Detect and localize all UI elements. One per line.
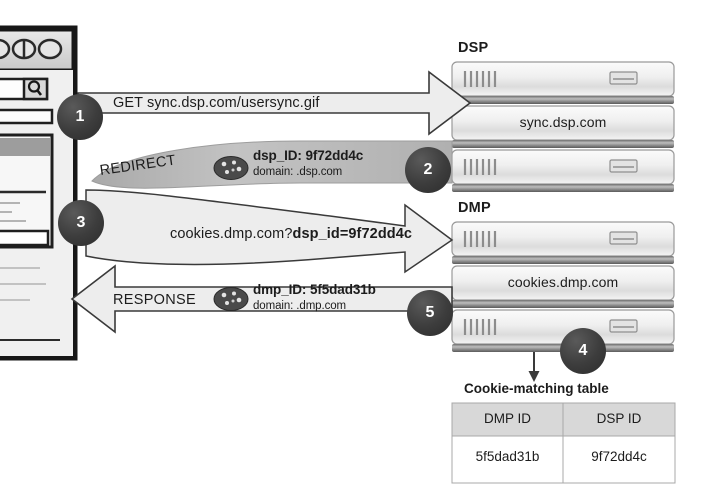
response-cookie-domain: domain: .dmp.com <box>253 300 346 312</box>
magnifier-icon <box>27 80 43 96</box>
table-cell-dmp-id: 5f5dad31b <box>475 449 540 464</box>
dmp-request-label: cookies.dmp.com?dsp_id=9f72dd4c <box>170 226 412 242</box>
step-badge-3-number: 3 <box>76 214 86 231</box>
search-bar[interactable] <box>0 77 49 101</box>
redirect-cookie-id: dsp_ID: 9f72dd4c <box>253 148 364 163</box>
cookie-icon-dmp <box>213 287 249 311</box>
get-request-label: GET sync.dsp.com/usersync.gif <box>113 95 320 111</box>
dmp-request-arrow <box>85 189 454 274</box>
server-vents <box>463 71 497 87</box>
step-badge-3 <box>58 200 104 246</box>
table-cell-dsp-id: 9f72dd4c <box>591 449 647 464</box>
store-arrow <box>528 352 540 382</box>
cookie-icon-dsp <box>213 156 249 180</box>
cookie-matching-table <box>451 402 676 484</box>
dmp-request-label-plain: cookies.dmp.com? <box>170 226 293 242</box>
step-badge-2 <box>405 147 451 193</box>
dmp-host-label: cookies.dmp.com <box>507 274 619 290</box>
response-label: RESPONSE <box>113 292 196 308</box>
dmp-title: DMP <box>458 200 491 216</box>
browser-window[interactable] <box>0 25 78 361</box>
response-cookie-id: dmp_ID: 5f5dad31b <box>253 282 376 297</box>
step-badge-4-number: 4 <box>578 342 588 359</box>
dsp-server-stack <box>451 61 675 192</box>
step-badge-4 <box>560 328 606 374</box>
get-request-arrow <box>77 70 472 136</box>
window-control-buttons[interactable] <box>0 38 63 60</box>
redirect-cookie-domain: domain: .dsp.com <box>253 166 343 178</box>
step-badge-1-number: 1 <box>75 108 85 125</box>
step-badge-5 <box>407 290 453 336</box>
dsp-title: DSP <box>458 40 489 56</box>
page-text-lines <box>0 202 26 222</box>
table-header-dsp-id: DSP ID <box>596 411 642 426</box>
table-header-dmp-id: DMP ID <box>483 411 531 426</box>
step-badge-5-number: 5 <box>425 304 435 321</box>
response-arrow <box>70 264 453 334</box>
step-badge-1 <box>57 94 103 140</box>
step-badge-2-number: 2 <box>423 161 433 178</box>
dsp-host-label: sync.dsp.com <box>519 114 607 130</box>
page-footer-lines <box>0 267 46 301</box>
dmp-server-stack <box>451 221 675 352</box>
redirect-band <box>91 140 453 189</box>
dmp-request-label-bold: dsp_id=9f72dd4c <box>292 226 413 242</box>
table-title: Cookie-matching table <box>464 381 609 396</box>
